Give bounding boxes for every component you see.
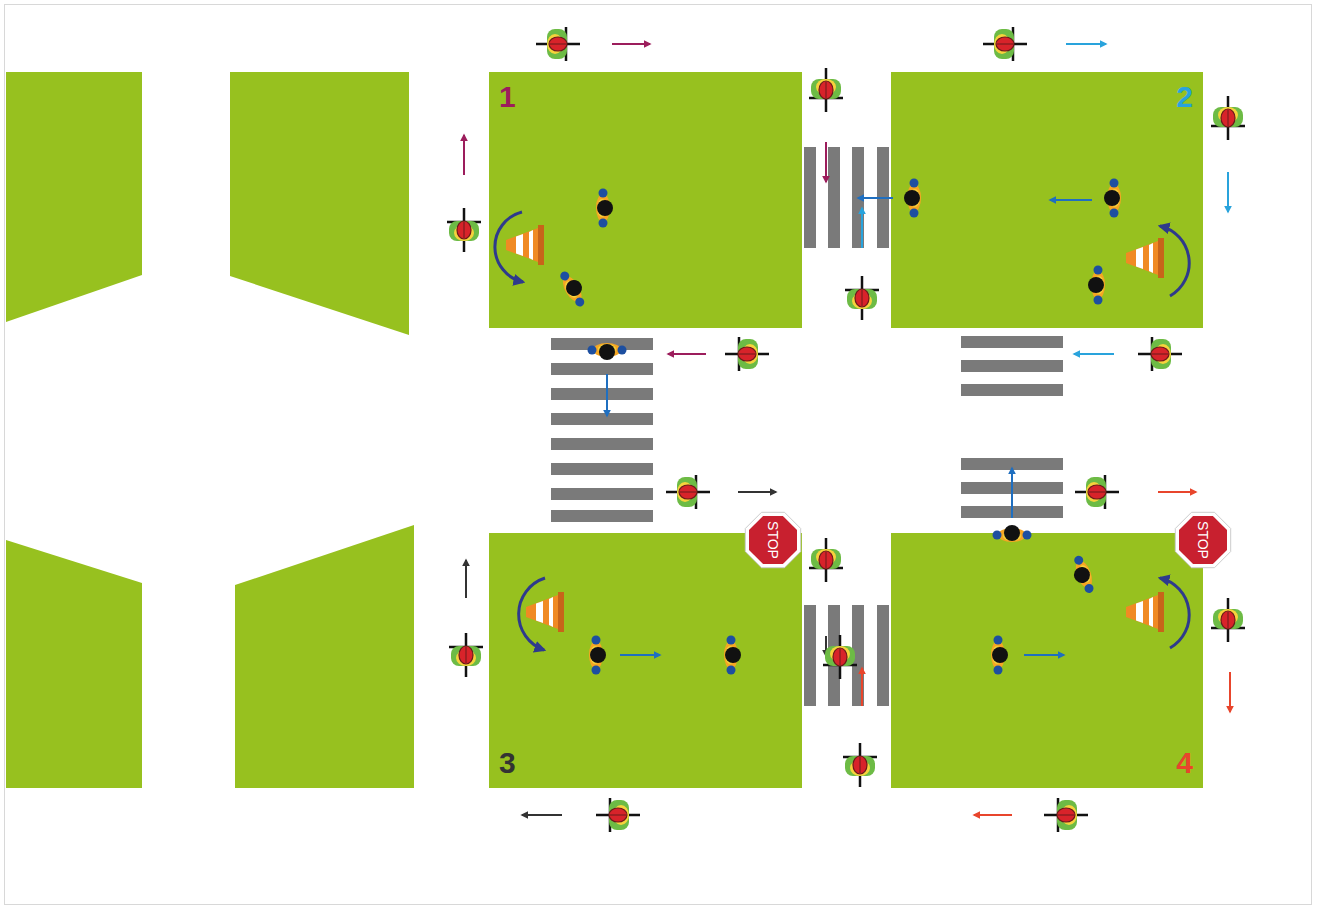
cone [1126, 592, 1164, 632]
direction-arrow [668, 353, 706, 355]
crosswalk [961, 360, 1063, 372]
crosswalk [551, 438, 653, 450]
pedestrian [596, 189, 613, 228]
cone [506, 225, 544, 265]
direction-arrow [464, 44, 1230, 815]
cyclist [1211, 96, 1245, 140]
turn-arrow [495, 212, 1189, 650]
crosswalk [551, 338, 653, 522]
crosswalk [828, 147, 840, 248]
direction-arrow [1011, 468, 1013, 518]
direction-arrow [1066, 43, 1106, 45]
grass-area [230, 72, 409, 335]
pedestrian [724, 636, 741, 675]
crosswalk [551, 388, 653, 400]
direction-arrow [1024, 654, 1064, 656]
cyclist [1044, 798, 1088, 832]
course-square: 1 [489, 72, 802, 328]
cyclist [596, 798, 640, 832]
cyclist [447, 27, 1245, 832]
stop-sign: STOP [1172, 509, 1234, 571]
cyclist [845, 276, 879, 320]
cone [506, 225, 1164, 632]
cyclist [843, 743, 877, 787]
direction-arrow [1227, 172, 1229, 212]
direction-arrow [738, 491, 776, 493]
crosswalk [551, 413, 653, 425]
grass-area [235, 525, 414, 788]
crosswalk [551, 510, 653, 522]
pedestrian [556, 267, 590, 309]
cone [526, 592, 564, 632]
crosswalk [551, 463, 653, 475]
cyclist [447, 208, 481, 252]
pedestrian [589, 636, 606, 675]
crosswalk [551, 363, 653, 375]
direction-arrow [522, 814, 562, 816]
cyclist [983, 27, 1027, 61]
course-square: 4 [891, 533, 1203, 788]
crosswalk [877, 605, 889, 706]
crosswalk [961, 336, 1063, 348]
stop-text: STOP [1196, 521, 1210, 559]
station-number: 2 [1176, 82, 1193, 112]
direction-arrow [463, 135, 465, 175]
direction-arrow [825, 142, 827, 182]
crosswalk [961, 336, 1063, 518]
cyclist [1211, 598, 1245, 642]
direction-arrow [1074, 353, 1114, 355]
cyclist [809, 538, 843, 582]
cyclist [809, 68, 843, 112]
station-number: 4 [1176, 748, 1193, 778]
pedestrian [1104, 179, 1121, 218]
cyclist [666, 475, 710, 509]
grass-area [6, 540, 142, 788]
cone [1126, 238, 1164, 278]
pedestrian [1088, 266, 1105, 305]
pedestrian [993, 525, 1032, 542]
stop-text: STOP [766, 521, 780, 559]
direction-arrow [861, 668, 863, 706]
direction-arrow [465, 560, 467, 598]
cyclist [1138, 337, 1182, 371]
pedestrian [904, 179, 921, 218]
direction-arrow [861, 208, 863, 248]
crosswalk [804, 605, 816, 706]
direction-arrow [612, 43, 650, 45]
direction-arrow [1050, 199, 1092, 201]
crosswalk [804, 147, 816, 248]
stop-sign: STOP [742, 509, 804, 571]
station-number: 3 [499, 748, 516, 778]
cyclist [449, 633, 483, 677]
cyclist [536, 27, 580, 61]
station-number: 1 [499, 82, 516, 112]
pedestrian [556, 179, 1121, 675]
crosswalk [551, 488, 653, 500]
crosswalk [961, 384, 1063, 396]
turn-arrow [1160, 226, 1189, 296]
grass-area [6, 72, 142, 322]
cyclist [823, 635, 857, 679]
pedestrian [991, 636, 1008, 675]
direction-arrow [620, 654, 660, 656]
turn-arrow [495, 212, 523, 282]
direction-arrow [1158, 491, 1196, 493]
direction-arrow [974, 814, 1012, 816]
turn-arrow [519, 578, 545, 650]
cyclist [1075, 475, 1119, 509]
course-square: 3 [489, 533, 802, 788]
pedestrian [588, 343, 627, 360]
direction-arrow [858, 197, 893, 199]
course-square: 2 [891, 72, 1203, 328]
pedestrian [1068, 554, 1097, 596]
direction-arrow [606, 374, 608, 416]
cyclist [725, 337, 769, 371]
crosswalk [804, 605, 889, 706]
direction-arrow [1229, 672, 1231, 712]
turn-arrow [1160, 578, 1189, 648]
